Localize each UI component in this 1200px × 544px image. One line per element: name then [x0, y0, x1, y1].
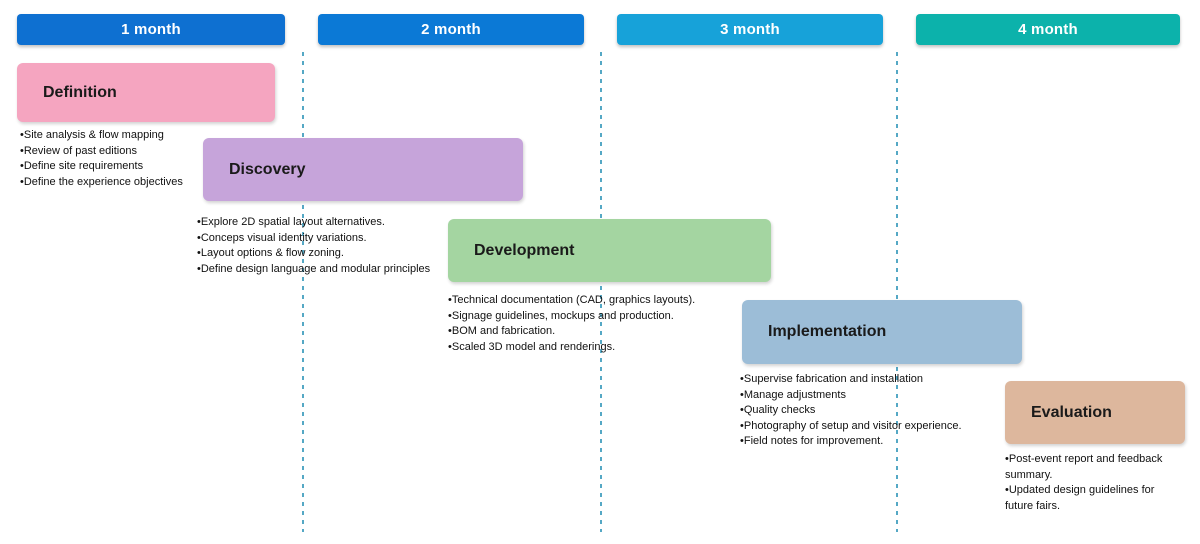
column-divider-3	[896, 52, 898, 532]
phase-bullets-definition: Site analysis & flow mapping Review of p…	[20, 128, 205, 190]
phase-bullets-implementation: Supervise fabrication and installation M…	[740, 372, 990, 450]
phase-box-development: Development	[448, 219, 771, 282]
month-header-3: 3 month	[617, 14, 883, 45]
bullet-item: Field notes for improvement.	[740, 434, 990, 450]
bullet-item: BOM and fabrication.	[448, 324, 708, 340]
bullet-item: Quality checks	[740, 403, 990, 419]
bullet-item: Photography of setup and visitor experie…	[740, 419, 990, 435]
bullet-item: Define the experience objectives	[20, 175, 205, 191]
bullet-item: Site analysis & flow mapping	[20, 128, 205, 144]
phase-bullets-discovery: Explore 2D spatial layout alternatives. …	[197, 215, 442, 277]
bullet-item: Define design language and modular princ…	[197, 262, 442, 278]
month-header-2: 2 month	[318, 14, 584, 45]
phase-box-definition: Definition	[17, 63, 275, 122]
bullet-item: Supervise fabrication and installation	[740, 372, 990, 388]
bullet-item: Signage guidelines, mockups and producti…	[448, 309, 708, 325]
bullet-item: Manage adjustments	[740, 388, 990, 404]
column-divider-1	[302, 52, 304, 532]
bullet-item: Review of past editions	[20, 144, 205, 160]
bullet-item: Layout options & flow zoning.	[197, 246, 442, 262]
bullet-item: Technical documentation (CAD, graphics l…	[448, 293, 708, 309]
phase-bullets-development: Technical documentation (CAD, graphics l…	[448, 293, 708, 355]
bullet-item: Define site requirements	[20, 159, 205, 175]
month-header-4: 4 month	[916, 14, 1180, 45]
column-divider-2	[600, 52, 602, 532]
phase-bullets-evaluation: Post-event report and feedback summary. …	[1005, 452, 1173, 514]
phase-box-discovery: Discovery	[203, 138, 523, 201]
phase-box-evaluation: Evaluation	[1005, 381, 1185, 444]
bullet-item: Scaled 3D model and renderings.	[448, 340, 708, 356]
bullet-item: Explore 2D spatial layout alternatives.	[197, 215, 442, 231]
month-header-1: 1 month	[17, 14, 285, 45]
phase-box-implementation: Implementation	[742, 300, 1022, 364]
bullet-item: Updated design guidelines for future fai…	[1005, 483, 1173, 514]
bullet-item: Post-event report and feedback summary.	[1005, 452, 1173, 483]
bullet-item: Conceps visual identity variations.	[197, 231, 442, 247]
